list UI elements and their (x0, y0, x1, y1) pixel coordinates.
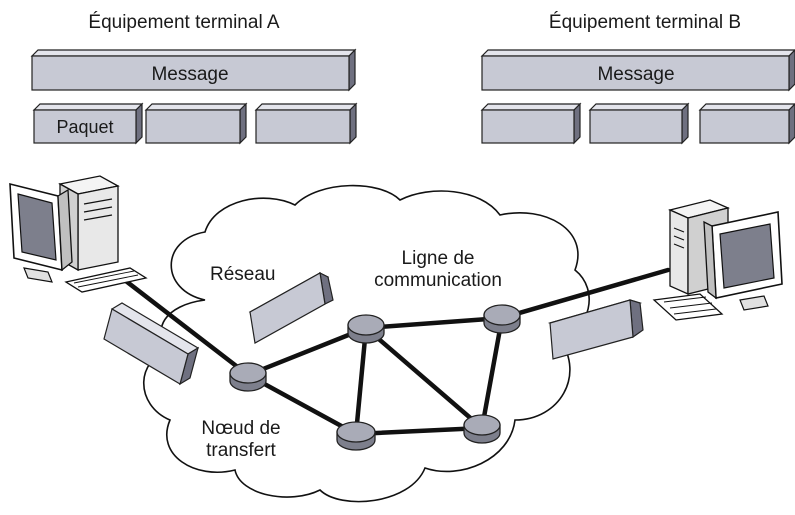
computer-a-icon (9, 175, 148, 293)
terminal-a-message-label: Message (151, 64, 228, 85)
terminal-a-packet-2 (144, 102, 248, 145)
packet-in-transit-center (248, 271, 334, 344)
terminal-b-packet-3 (698, 103, 795, 145)
link-node-4-to-node-5 (353, 425, 485, 437)
transfer-node-3 (483, 304, 521, 334)
terminal-b-title: Équipement terminal B (549, 12, 741, 33)
network-label: Réseau (210, 264, 276, 285)
transfer-node-label-2: transfert (206, 440, 276, 461)
packet-in-transit-right (547, 299, 644, 360)
link-pc-a-to-node-1 (119, 275, 251, 378)
packet-label: Paquet (56, 117, 113, 137)
computer-b-icon (652, 199, 783, 321)
link-node-1-to-node-2 (245, 325, 369, 378)
terminal-a-title: Équipement terminal A (88, 12, 279, 33)
terminal-a-packet-1: Paquet (32, 102, 144, 145)
terminal-b-packet-1 (480, 102, 582, 145)
transfer-node-5 (463, 414, 501, 444)
link-node-2-to-node-5 (363, 325, 485, 431)
network-links (119, 267, 671, 437)
link-node-3-to-node-5 (479, 315, 505, 431)
link-node-1-to-node-4 (245, 372, 359, 437)
communication-line-label-1: Ligne de (402, 248, 475, 269)
transfer-node-2 (347, 314, 385, 344)
terminal-b-packet-2 (588, 102, 690, 145)
link-node-3-to-pc-b (499, 267, 671, 321)
terminal-a-packet-3 (254, 102, 358, 145)
terminal-a-message-box: Message (30, 48, 357, 92)
terminal-b-message-box: Message (480, 49, 795, 92)
link-node-2-to-node-3 (363, 315, 505, 331)
terminal-b-message-label: Message (597, 64, 674, 85)
link-node-2-to-node-4 (353, 325, 369, 437)
transfer-node-1 (229, 362, 267, 392)
transfer-node-label-1: Nœud de (201, 418, 280, 439)
packet-in-transit-left (103, 302, 200, 386)
communication-line-label-2: communication (374, 270, 502, 291)
transfer-node-4 (336, 421, 376, 451)
